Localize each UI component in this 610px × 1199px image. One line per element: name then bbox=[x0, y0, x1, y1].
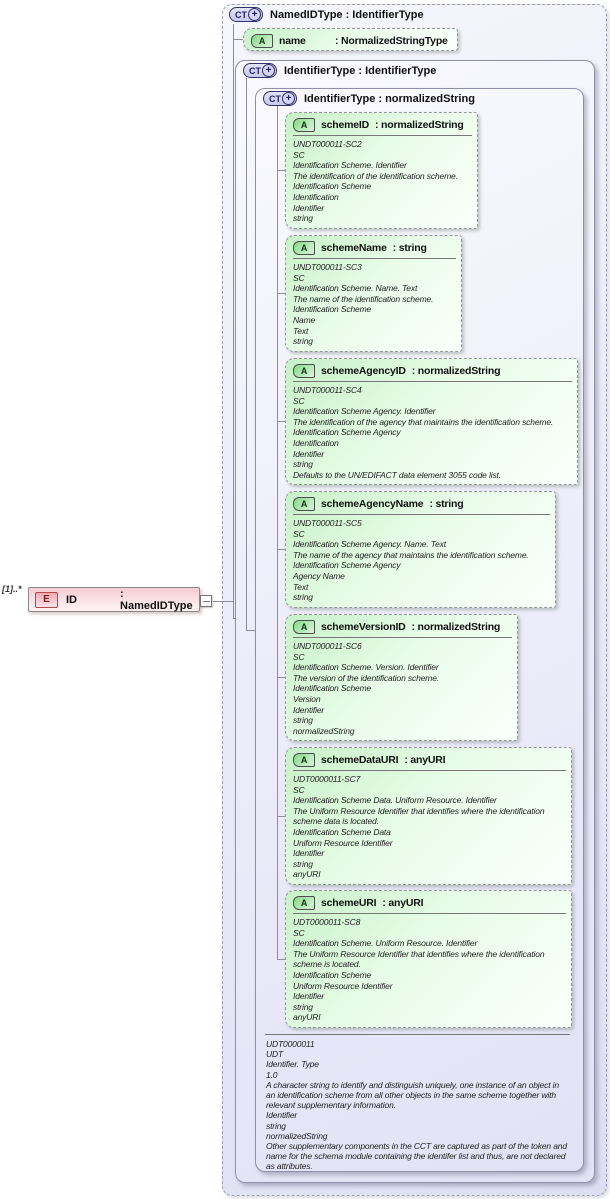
attribute-box-schemeagencyid[interactable]: A schemeAgencyID : normalizedString UNDT… bbox=[285, 358, 578, 485]
attribute-doc: UDT0000011-SC7 SC Identification Scheme … bbox=[293, 774, 545, 880]
expand-icon[interactable]: + bbox=[248, 8, 261, 21]
namedidtype-title: NamedIDType : IdentifierType bbox=[270, 8, 424, 21]
attribute-icon: A bbox=[251, 33, 273, 48]
attribute-type: : string bbox=[392, 241, 427, 254]
attribute-icon: A bbox=[293, 752, 315, 767]
attribute-type: : anyURI bbox=[404, 753, 446, 766]
attribute-header[interactable]: A schemeAgencyName : string bbox=[293, 495, 552, 512]
attribute-box-schemeuri[interactable]: A schemeURI : anyURI UDT0000011-SC8 SC I… bbox=[285, 890, 572, 1028]
divider bbox=[293, 770, 566, 771]
header-identifiertype-inner[interactable]: CT+ IdentifierType : normalizedString bbox=[263, 91, 475, 106]
divider bbox=[265, 1034, 570, 1035]
attribute-doc: UNDT000011-SC6 SC Identification Scheme.… bbox=[293, 641, 439, 736]
element-icon: E bbox=[35, 591, 58, 608]
attribute-icon: A bbox=[293, 240, 315, 255]
collapse-handle[interactable] bbox=[200, 595, 212, 607]
attribute-type: : anyURI bbox=[382, 896, 424, 909]
attribute-name: schemeAgencyID bbox=[321, 364, 406, 377]
connector-line bbox=[277, 549, 285, 550]
attribute-icon: A bbox=[293, 895, 315, 910]
header-identifiertype[interactable]: CT+ IdentifierType : IdentifierType bbox=[243, 63, 436, 78]
attribute-icon: A bbox=[293, 619, 315, 634]
complextype-icon-label: CT bbox=[249, 65, 261, 76]
divider bbox=[293, 913, 566, 914]
connector-line bbox=[246, 78, 247, 631]
attribute-name: schemeURI bbox=[321, 896, 377, 909]
attribute-doc: UNDT000011-SC5 SC Identification Scheme … bbox=[293, 518, 529, 603]
attribute-box-schemename[interactable]: A schemeName : string UNDT000011-SC3 SC … bbox=[285, 235, 462, 352]
attribute-type: : normalizedString bbox=[411, 364, 501, 377]
header-namedidtype[interactable]: CT+ NamedIDType : IdentifierType bbox=[229, 7, 424, 22]
attribute-type: : NormalizedStringType bbox=[335, 34, 448, 47]
connector-line bbox=[277, 816, 285, 817]
connector-line bbox=[277, 170, 285, 171]
attribute-header[interactable]: A schemeName : string bbox=[293, 239, 458, 256]
divider bbox=[293, 514, 550, 515]
attribute-box-name[interactable]: A name : NormalizedStringType bbox=[243, 28, 458, 51]
attribute-name: schemeDataURI bbox=[321, 753, 399, 766]
attribute-name: schemeID bbox=[321, 118, 370, 131]
divider bbox=[293, 381, 572, 382]
attribute-doc: UNDT000011-SC2 SC Identification Scheme.… bbox=[293, 139, 458, 224]
attribute-header[interactable]: A schemeID : normalizedString bbox=[293, 116, 474, 133]
expand-icon[interactable]: + bbox=[262, 64, 275, 77]
attribute-type: : normalizedString bbox=[375, 118, 464, 131]
complextype-icon[interactable]: CT+ bbox=[229, 7, 263, 22]
divider bbox=[293, 258, 456, 259]
connector-line bbox=[277, 677, 285, 678]
connector-line bbox=[277, 421, 285, 422]
connector-line bbox=[233, 24, 234, 619]
connector-line bbox=[277, 293, 285, 294]
attribute-doc: UNDT000011-SC3 SC Identification Scheme.… bbox=[293, 262, 434, 347]
attribute-name: schemeAgencyName bbox=[321, 497, 424, 510]
attribute-box-schemeversionid[interactable]: A schemeVersionID : normalizedString UND… bbox=[285, 614, 518, 741]
complextype-icon[interactable]: CT+ bbox=[263, 91, 297, 106]
attribute-header[interactable]: A schemeDataURI : anyURI bbox=[293, 751, 568, 768]
attribute-box-schemedatauri[interactable]: A schemeDataURI : anyURI UDT0000011-SC7 … bbox=[285, 747, 572, 885]
connector-line bbox=[277, 959, 285, 960]
attribute-icon: A bbox=[293, 363, 315, 378]
attribute-header[interactable]: A schemeURI : anyURI bbox=[293, 894, 568, 911]
divider bbox=[293, 135, 472, 136]
complextype-icon[interactable]: CT+ bbox=[243, 63, 277, 78]
element-box-id[interactable]: E ID : NamedIDType bbox=[28, 587, 200, 612]
attribute-doc: UNDT000011-SC4 SC Identification Scheme … bbox=[293, 385, 554, 480]
cardinality-label: [1]..* bbox=[2, 584, 22, 594]
attribute-name: schemeVersionID bbox=[321, 620, 406, 633]
type-documentation: UDT0000011 UDT Identifier. Type 1.0 A ch… bbox=[266, 1039, 567, 1172]
element-name: ID bbox=[66, 593, 77, 606]
connector-line bbox=[246, 630, 255, 631]
attribute-type: : string bbox=[429, 497, 464, 510]
attribute-icon: A bbox=[293, 496, 315, 511]
attribute-header[interactable]: A schemeAgencyID : normalizedString bbox=[293, 362, 574, 379]
expand-icon[interactable]: + bbox=[282, 92, 295, 105]
connector-line bbox=[233, 39, 243, 40]
attribute-icon: A bbox=[293, 117, 315, 132]
connector-line bbox=[233, 618, 236, 619]
attribute-name: schemeName bbox=[321, 241, 387, 254]
divider bbox=[293, 637, 512, 638]
element-type: : NamedIDType bbox=[120, 587, 193, 612]
attribute-box-schemeid[interactable]: A schemeID : normalizedString UNDT000011… bbox=[285, 112, 478, 229]
complextype-icon-label: CT bbox=[269, 93, 281, 104]
connector-line bbox=[213, 601, 233, 602]
identifiertype-title: IdentifierType : IdentifierType bbox=[284, 64, 437, 77]
attribute-doc: UDT0000011-SC8 SC Identification Scheme.… bbox=[293, 917, 545, 1023]
identifiertype-inner-title: IdentifierType : normalizedString bbox=[304, 92, 475, 105]
attribute-type: : normalizedString bbox=[411, 620, 501, 633]
connector-line bbox=[277, 106, 278, 960]
attribute-header[interactable]: A schemeVersionID : normalizedString bbox=[293, 618, 514, 635]
attribute-header[interactable]: A name : NormalizedStringType bbox=[251, 32, 454, 49]
attribute-name: name bbox=[279, 34, 306, 47]
complextype-icon-label: CT bbox=[235, 9, 247, 20]
attribute-box-schemeagencyname[interactable]: A schemeAgencyName : string UNDT000011-S… bbox=[285, 491, 556, 608]
